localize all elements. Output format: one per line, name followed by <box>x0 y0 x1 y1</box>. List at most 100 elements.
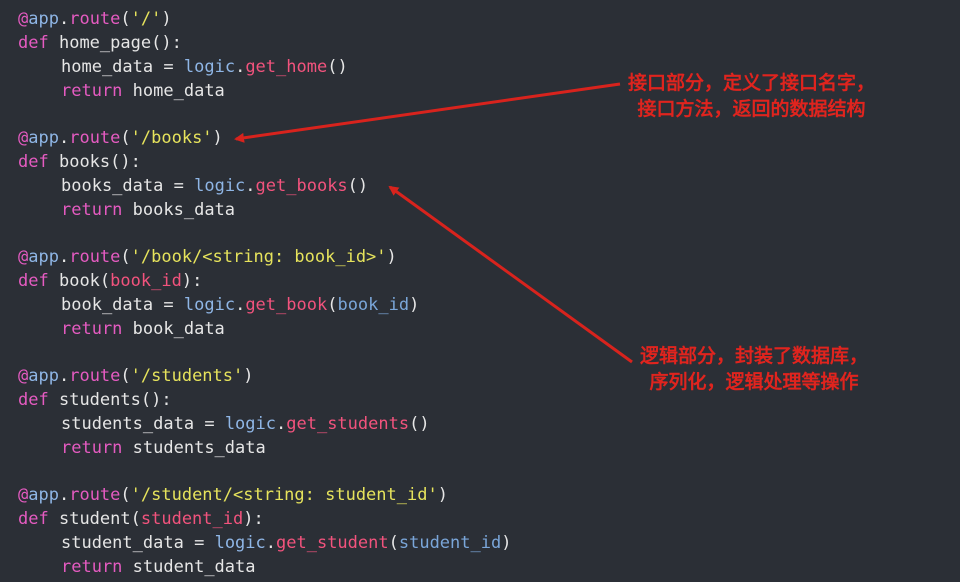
equals-sign: = <box>163 57 174 77</box>
decorator-dot: . <box>58 485 70 505</box>
decorator-route: route <box>69 247 121 267</box>
assign-line: books_data = logic.get_books() <box>61 174 368 198</box>
equals-sign: = <box>163 295 174 315</box>
decorator-app: app <box>28 366 59 386</box>
decorator-route: route <box>69 485 121 505</box>
interface-annotation-line2: 接口方法，返回的数据结构 <box>637 98 866 120</box>
return-keyword: return <box>61 438 123 458</box>
return-value: book_data <box>132 319 225 339</box>
return-value: student_data <box>132 557 256 577</box>
variable-name: student_data <box>61 533 184 553</box>
function-name: books <box>58 152 111 172</box>
decorator-dot: . <box>58 128 70 148</box>
call-open-paren: ( <box>327 295 338 315</box>
decorator-at: @ <box>18 247 29 267</box>
return-keyword: return <box>61 200 123 220</box>
param-close: ): <box>181 271 203 291</box>
function-call: get_student <box>276 533 389 553</box>
function-name: student <box>58 509 131 529</box>
decorator-close-paren: ) <box>243 366 254 386</box>
interface-annotation: 接口部分，定义了接口名字， 接口方法，返回的数据结构 <box>628 70 875 122</box>
decorator-at: @ <box>18 9 29 29</box>
decorator-dot: . <box>58 366 70 386</box>
return-keyword: return <box>61 81 123 101</box>
member-dot: . <box>235 57 246 77</box>
decorator-app: app <box>28 128 59 148</box>
assign-line: home_data = logic.get_home() <box>61 55 348 79</box>
decorator-open-paren: ( <box>120 9 131 29</box>
return-value: students_data <box>132 438 266 458</box>
function-signature: (): <box>110 152 141 172</box>
param-open-paren: ( <box>99 271 111 291</box>
variable-name: students_data <box>61 414 195 434</box>
decorator-at: @ <box>18 128 29 148</box>
def-line: def student(student_id): <box>18 507 264 531</box>
decorator-open-paren: ( <box>120 485 131 505</box>
interface-arrow <box>234 82 621 143</box>
decorator-at: @ <box>18 485 29 505</box>
function-call: get_books <box>255 176 348 196</box>
member-dot: . <box>276 414 287 434</box>
return-line: return student_data <box>61 555 256 579</box>
function-name: students <box>58 390 141 410</box>
member-dot: . <box>245 176 256 196</box>
function-name: book <box>58 271 100 291</box>
decorator-line: @app.route('/book/<string: book_id>') <box>18 245 397 269</box>
module-name: logic <box>183 57 236 77</box>
module-name: logic <box>214 533 266 553</box>
return-value: home_data <box>132 81 225 101</box>
def-keyword: def <box>18 271 49 291</box>
decorator-route: route <box>69 366 121 386</box>
member-dot: . <box>265 533 277 553</box>
equals-sign: = <box>204 414 215 434</box>
logic-annotation-line2: 序列化，逻辑处理等操作 <box>649 371 859 393</box>
route-path: '/' <box>130 9 162 29</box>
decorator-line: @app.route('/students') <box>18 364 254 388</box>
function-name: home_page <box>58 33 152 53</box>
call-parens: () <box>327 57 348 77</box>
logic-annotation-line1: 逻辑部分，封装了数据库， <box>640 345 869 367</box>
decorator-close-paren: ) <box>386 247 397 267</box>
module-name: logic <box>224 414 276 434</box>
decorator-dot: . <box>58 247 70 267</box>
return-keyword: return <box>61 319 123 339</box>
route-path: '/students' <box>130 366 244 386</box>
def-line: def book(book_id): <box>18 269 202 293</box>
variable-name: home_data <box>61 57 154 77</box>
function-signature: (): <box>140 390 172 410</box>
call-argument: book_id <box>337 295 410 315</box>
logic-annotation: 逻辑部分，封装了数据库， 序列化，逻辑处理等操作 <box>640 343 868 395</box>
return-line: return book_data <box>61 317 225 341</box>
variable-name: books_data <box>61 176 164 196</box>
module-name: logic <box>183 295 236 315</box>
function-call: get_home <box>245 57 328 77</box>
decorator-app: app <box>28 9 59 29</box>
def-keyword: def <box>18 152 49 172</box>
call-parens: () <box>347 176 369 196</box>
decorator-close-paren: ) <box>161 9 172 29</box>
return-keyword: return <box>61 557 123 577</box>
param-open-paren: ( <box>130 509 141 529</box>
equals-sign: = <box>173 176 184 196</box>
decorator-route: route <box>69 128 121 148</box>
call-close-paren: ) <box>501 533 512 553</box>
route-path: '/student/<string: student_id' <box>130 485 438 505</box>
call-open-paren: ( <box>388 533 399 553</box>
logic-arrow <box>388 185 633 364</box>
route-path: '/books' <box>130 128 213 148</box>
def-keyword: def <box>18 33 49 53</box>
def-line: def students(): <box>18 388 172 412</box>
decorator-open-paren: ( <box>120 128 131 148</box>
decorator-route: route <box>69 9 121 29</box>
decorator-open-paren: ( <box>120 366 131 386</box>
function-call: get_book <box>245 295 328 315</box>
decorator-line: @app.route('/student/<string: student_id… <box>18 483 448 507</box>
decorator-open-paren: ( <box>120 247 131 267</box>
decorator-close-paren: ) <box>212 128 223 148</box>
assign-line: book_data = logic.get_book(book_id) <box>61 293 419 317</box>
variable-name: book_data <box>61 295 154 315</box>
def-line: def books(): <box>18 150 141 174</box>
decorator-app: app <box>28 247 59 267</box>
